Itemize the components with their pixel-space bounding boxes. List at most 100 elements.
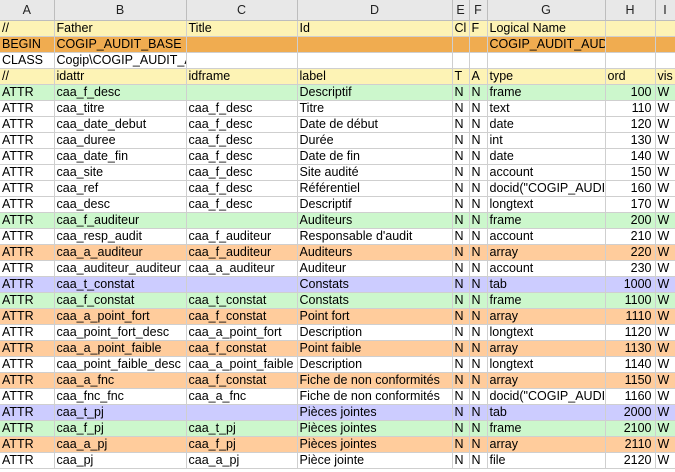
cell[interactable]: docid("COGIP_AUDIT_FNC") — [487, 388, 606, 405]
cell[interactable]: W — [655, 340, 675, 357]
cell[interactable]: 1150 — [605, 372, 656, 389]
cell[interactable]: Auditeurs — [297, 212, 453, 229]
cell[interactable]: ATTR — [0, 180, 55, 197]
cell[interactable]: caa_f_desc — [186, 116, 298, 133]
cell[interactable]: N — [452, 404, 470, 421]
cell[interactable]: W — [655, 116, 675, 133]
cell[interactable]: ATTR — [0, 324, 55, 341]
cell[interactable]: Titre — [297, 100, 453, 117]
cell[interactable] — [452, 36, 470, 53]
cell[interactable]: N — [469, 116, 488, 133]
cell[interactable] — [186, 212, 298, 229]
cell[interactable]: caa_f_desc — [186, 196, 298, 213]
cell[interactable]: W — [655, 324, 675, 341]
cell[interactable]: W — [655, 84, 675, 101]
cell[interactable]: 100 — [605, 84, 656, 101]
cell[interactable]: ATTR — [0, 116, 55, 133]
cell[interactable]: N — [452, 196, 470, 213]
cell[interactable]: 220 — [605, 244, 656, 261]
cell[interactable]: 2000 — [605, 404, 656, 421]
cell[interactable]: F — [469, 20, 488, 37]
cell[interactable]: N — [469, 84, 488, 101]
cell[interactable]: Constats — [297, 292, 453, 309]
cell[interactable]: frame — [487, 292, 606, 309]
cell[interactable]: N — [469, 452, 488, 469]
cell[interactable]: account — [487, 228, 606, 245]
column-header[interactable]: H — [605, 0, 656, 21]
cell[interactable]: 1160 — [605, 388, 656, 405]
cell[interactable]: Auditeur — [297, 260, 453, 277]
cell[interactable]: Descriptif — [297, 196, 453, 213]
cell[interactable]: int — [487, 132, 606, 149]
cell[interactable]: docid("COGIP_AUDIT_REFERENTIEL") — [487, 180, 606, 197]
cell[interactable]: Auditeurs — [297, 244, 453, 261]
cell[interactable]: Référentiel — [297, 180, 453, 197]
cell[interactable]: Cl — [452, 20, 470, 37]
cell[interactable]: ATTR — [0, 452, 55, 469]
cell[interactable]: N — [469, 308, 488, 325]
cell[interactable]: W — [655, 292, 675, 309]
cell[interactable]: N — [469, 324, 488, 341]
cell[interactable]: N — [469, 212, 488, 229]
cell[interactable]: caa_a_auditeur — [54, 244, 187, 261]
cell[interactable] — [605, 20, 656, 37]
cell[interactable]: longtext — [487, 196, 606, 213]
cell[interactable]: N — [452, 212, 470, 229]
cell[interactable]: vis — [655, 68, 675, 85]
cell[interactable]: N — [452, 340, 470, 357]
cell[interactable]: N — [469, 132, 488, 149]
cell[interactable]: 1130 — [605, 340, 656, 357]
cell[interactable]: T — [452, 68, 470, 85]
cell[interactable]: ord — [605, 68, 656, 85]
cell[interactable]: N — [469, 244, 488, 261]
cell[interactable]: 150 — [605, 164, 656, 181]
cell[interactable]: N — [452, 452, 470, 469]
cell[interactable]: idattr — [54, 68, 187, 85]
cell[interactable]: W — [655, 164, 675, 181]
cell[interactable]: Responsable d'audit — [297, 228, 453, 245]
cell[interactable]: ATTR — [0, 244, 55, 261]
cell[interactable]: caa_f_constat — [186, 340, 298, 357]
cell[interactable]: W — [655, 148, 675, 165]
cell[interactable]: array — [487, 340, 606, 357]
cell[interactable]: caa_f_pj — [186, 436, 298, 453]
cell[interactable]: N — [452, 228, 470, 245]
cell[interactable]: ATTR — [0, 372, 55, 389]
cell[interactable]: ATTR — [0, 260, 55, 277]
cell[interactable]: file — [487, 452, 606, 469]
cell[interactable]: N — [469, 164, 488, 181]
cell[interactable]: A — [469, 68, 488, 85]
cell[interactable]: caa_f_constat — [186, 308, 298, 325]
cell[interactable]: ATTR — [0, 132, 55, 149]
column-header[interactable]: E — [452, 0, 470, 21]
cell[interactable]: ATTR — [0, 276, 55, 293]
column-header[interactable]: F — [469, 0, 488, 21]
cell[interactable]: 130 — [605, 132, 656, 149]
cell[interactable]: 2100 — [605, 420, 656, 437]
cell[interactable]: caa_f_desc — [54, 84, 187, 101]
cell[interactable]: N — [469, 356, 488, 373]
cell[interactable] — [186, 404, 298, 421]
cell[interactable]: array — [487, 372, 606, 389]
cell[interactable]: N — [469, 436, 488, 453]
cell[interactable]: N — [452, 372, 470, 389]
cell[interactable]: ATTR — [0, 404, 55, 421]
cell[interactable]: CLASS — [0, 52, 55, 69]
cell[interactable] — [186, 84, 298, 101]
cell[interactable] — [469, 52, 488, 69]
cell[interactable]: W — [655, 404, 675, 421]
cell[interactable]: 230 — [605, 260, 656, 277]
cell[interactable]: date — [487, 148, 606, 165]
cell[interactable]: W — [655, 308, 675, 325]
cell[interactable] — [655, 20, 675, 37]
cell[interactable]: W — [655, 180, 675, 197]
cell[interactable]: longtext — [487, 356, 606, 373]
cell[interactable] — [297, 52, 453, 69]
cell[interactable]: N — [469, 228, 488, 245]
cell[interactable]: N — [469, 196, 488, 213]
cell[interactable]: label — [297, 68, 453, 85]
cell[interactable] — [655, 36, 675, 53]
cell[interactable]: Durée — [297, 132, 453, 149]
cell[interactable]: ATTR — [0, 308, 55, 325]
cell[interactable]: N — [452, 164, 470, 181]
